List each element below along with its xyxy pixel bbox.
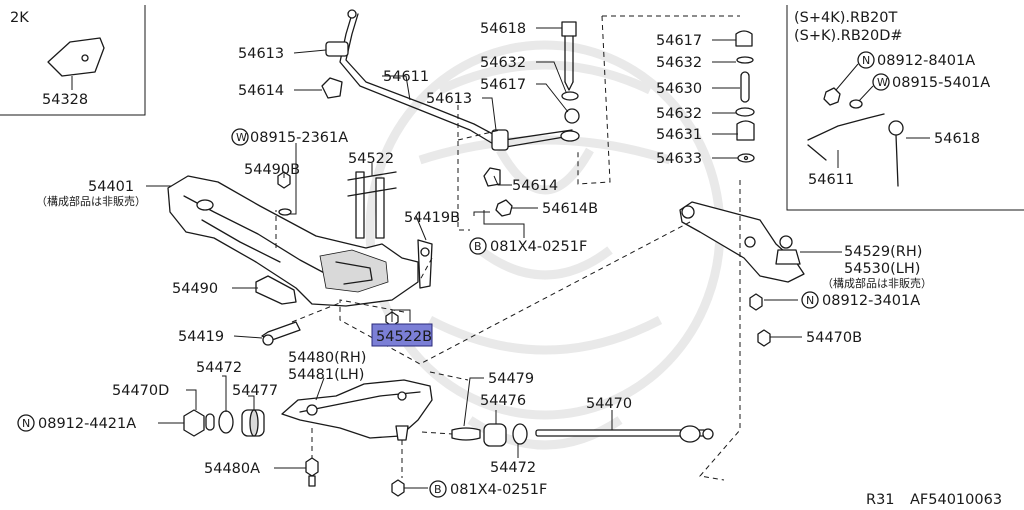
label-081x4-top: 081X4-0251F bbox=[490, 239, 587, 255]
label-08912-4421a: 08912-4421A bbox=[38, 416, 136, 432]
label-54472-top: 54472 bbox=[196, 360, 242, 376]
label-54490: 54490 bbox=[172, 281, 218, 297]
label-54614b: 54614B bbox=[542, 201, 598, 217]
label-54470d: 54470D bbox=[112, 383, 169, 399]
label-54470b: 54470B bbox=[806, 330, 862, 346]
inset-right-box: (S+4K).RB20T (S+K).RB20D# N 08912-8401A … bbox=[786, 5, 1024, 211]
label-54477: 54477 bbox=[232, 383, 278, 399]
label-54522b: 54522B bbox=[376, 329, 432, 345]
label-54632-a: 54632 bbox=[480, 55, 526, 71]
label-54470: 54470 bbox=[586, 396, 632, 412]
label-54476: 54476 bbox=[480, 393, 526, 409]
label-54613-top: 54613 bbox=[238, 46, 284, 62]
prefix-n-1: N bbox=[806, 294, 814, 307]
label-54632-c: 54632 bbox=[656, 106, 702, 122]
leader-lines bbox=[146, 27, 842, 489]
inset-fastener-w: 08915-5401A bbox=[892, 75, 990, 91]
note-not-sold-1: （構成部品は非販売） bbox=[36, 194, 146, 208]
label-54618: 54618 bbox=[480, 21, 526, 37]
label-54529: 54529(RH) bbox=[844, 244, 922, 260]
label-54632-b: 54632 bbox=[656, 55, 702, 71]
part-labels: 54613 54614 54611 54613 54618 54632 5461… bbox=[17, 21, 1002, 508]
label-54630: 54630 bbox=[656, 81, 702, 97]
stabilizer-bar bbox=[321, 9, 573, 217]
label-54522: 54522 bbox=[348, 151, 394, 167]
label-54631: 54631 bbox=[656, 127, 702, 143]
inset-part-b: 54611 bbox=[808, 172, 854, 188]
label-54614-mid: 54614 bbox=[512, 178, 558, 194]
label-54480a: 54480A bbox=[204, 461, 260, 477]
variant-2-label: (S+K).RB20D# bbox=[794, 28, 903, 44]
inset-part-a: 54618 bbox=[934, 131, 980, 147]
prefix-w-inset: W bbox=[877, 76, 888, 89]
footer-page: R31 bbox=[866, 492, 895, 508]
label-54480: 54480(RH) bbox=[288, 350, 366, 366]
label-54617-a: 54617 bbox=[480, 77, 526, 93]
tension-rod-assembly bbox=[183, 379, 714, 497]
prefix-w-1: W bbox=[236, 131, 247, 144]
inset-left-box: 2K 54328 bbox=[0, 5, 146, 116]
prefix-n-inset: N bbox=[862, 54, 870, 67]
label-54419: 54419 bbox=[178, 329, 224, 345]
prefix-n-2: N bbox=[22, 417, 30, 430]
label-54419b: 54419B bbox=[404, 210, 460, 226]
label-08915-2361a: 08915-2361A bbox=[250, 130, 348, 146]
stabilizer-link bbox=[560, 21, 755, 163]
label-54481: 54481(LH) bbox=[288, 367, 364, 383]
label-54617-b: 54617 bbox=[656, 33, 702, 49]
inset-tag: 2K bbox=[10, 10, 29, 26]
label-081x4-bot: 081X4-0251F bbox=[450, 482, 547, 498]
label-54479: 54479 bbox=[488, 371, 534, 387]
label-54611: 54611 bbox=[383, 69, 429, 85]
crossmember bbox=[167, 171, 433, 346]
note-not-sold-2: （構成部品は非販売） bbox=[822, 276, 932, 290]
variant-1-label: (S+4K).RB20T bbox=[794, 10, 897, 26]
prefix-b-1: B bbox=[474, 240, 482, 253]
label-54613-mid: 54613 bbox=[426, 91, 472, 107]
inset-part-label: 54328 bbox=[42, 92, 88, 108]
label-54530: 54530(LH) bbox=[844, 261, 920, 277]
highlight-54522b[interactable] bbox=[371, 323, 433, 347]
label-54401: 54401 bbox=[88, 179, 134, 195]
label-54472-bot: 54472 bbox=[490, 460, 536, 476]
label-54633: 54633 bbox=[656, 151, 702, 167]
label-54614-top: 54614 bbox=[238, 83, 284, 99]
footer-ref: AF54010063 bbox=[910, 492, 1002, 508]
transverse-link bbox=[679, 201, 805, 347]
inset-fastener-n: 08912-8401A bbox=[877, 53, 975, 69]
label-08912-3401a: 08912-3401A bbox=[822, 293, 920, 309]
label-54490b: 54490B bbox=[244, 162, 300, 178]
prefix-b-2: B bbox=[434, 483, 442, 496]
assembly-lines bbox=[275, 15, 741, 481]
